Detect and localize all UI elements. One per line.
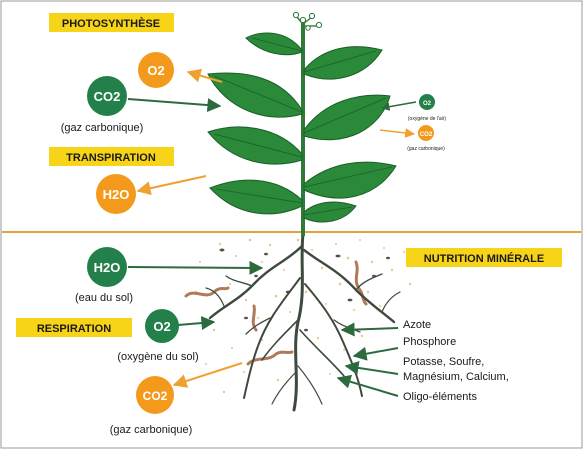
svg-text:O2: O2 [153,319,170,334]
arrow-small-co2-out [379,128,415,138]
caption-h2o-soil: (eau du sol) [75,292,133,304]
svg-text:H2O: H2O [103,187,130,202]
flow-arrows [127,68,417,397]
svg-text:H2O: H2O [94,260,121,275]
caption-o2-soil: (oxygène du sol) [117,351,198,363]
svg-text:CO2: CO2 [94,89,121,104]
nutrient-item: Potasse, Soufre, [403,356,484,368]
arrow-h2o-out [136,175,207,196]
circle-o2-small: O2 [419,94,435,110]
svg-text:CO2: CO2 [143,389,168,403]
caption-co2-small: (gaz carbonique) [407,146,445,152]
arrow-o2-out [186,68,223,83]
flower-buds [292,11,323,31]
arrow-nutrient-3 [344,360,399,375]
arrow-co2-soil-out [172,362,243,388]
caption-co2-soil: (gaz carbonique) [110,424,193,436]
nutrient-item: Azote [403,319,431,331]
svg-text:CO2: CO2 [420,132,433,138]
label-respiration: RESPIRATION [16,318,132,337]
circle-h2o-top: H2O [96,174,136,214]
arrow-nutrient-4 [336,374,399,397]
arrow-small-o2-in [381,101,417,111]
leaf [209,179,303,215]
svg-text:RESPIRATION: RESPIRATION [37,323,111,335]
circle-o2-top: O2 [138,52,174,88]
leaf [303,94,391,141]
leaf-veins [213,37,393,216]
arrow-h2o-in [127,260,264,275]
nutrient-item: Oligo-éléments [403,391,477,403]
arrow-co2-in [127,98,222,113]
label-transpiration: TRANSPIRATION [49,147,174,166]
circle-co2-small: CO2 [418,125,434,141]
nutrient-item: Magnésium, Calcium, [403,371,509,383]
svg-text:TRANSPIRATION: TRANSPIRATION [66,152,156,164]
arrow-nutrient-1 [340,322,399,337]
earthworms [184,260,368,366]
leaf [207,126,303,165]
circle-co2-soil: CO2 [136,376,174,414]
plant-roots [205,232,401,412]
circle-h2o-soil: H2O [87,247,127,287]
nutrient-list: Azote Phosphore Potasse, Soufre, Magnési… [403,319,509,403]
circle-o2-soil: O2 [145,309,179,343]
label-nutrition-minerale: NUTRITION MINÉRALE [406,248,562,267]
svg-text:O2: O2 [423,101,432,107]
label-photosynthese: PHOTOSYNTHÈSE [49,13,174,32]
circle-co2-top: CO2 [87,76,127,116]
caption-co2-top: (gaz carbonique) [61,122,144,134]
svg-text:NUTRITION MINÉRALE: NUTRITION MINÉRALE [424,252,544,265]
leaf [303,201,357,223]
arrow-nutrient-2 [352,346,399,361]
nutrient-item: Phosphore [403,336,456,348]
leaf [207,72,303,118]
svg-text:PHOTOSYNTHÈSE: PHOTOSYNTHÈSE [62,17,160,30]
svg-text:O2: O2 [147,63,164,78]
caption-o2-small: (oxygène de l'air) [408,116,447,122]
arrow-o2-soil-in [177,316,216,331]
